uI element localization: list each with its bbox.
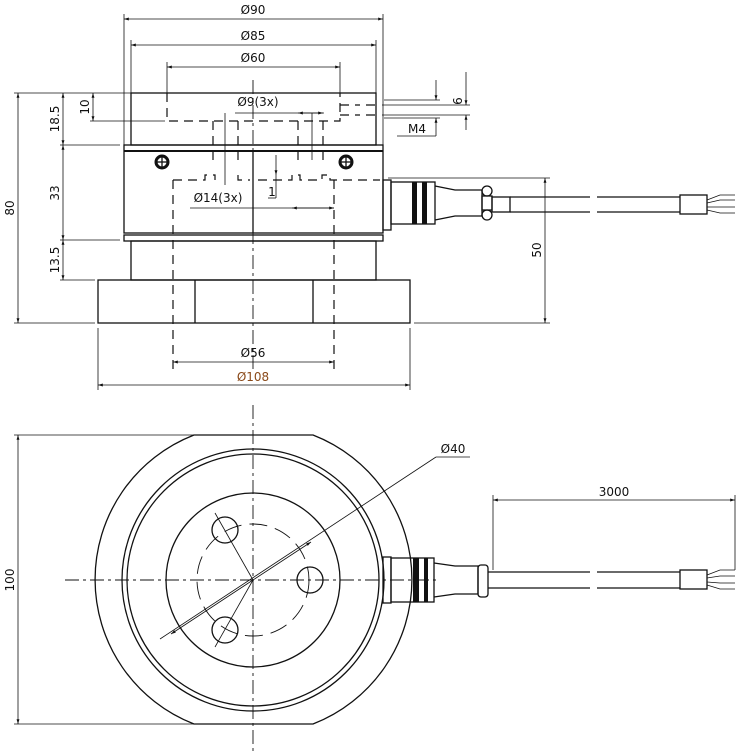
- dim-1: 1: [268, 185, 276, 199]
- side-view: Ø90 Ø85 Ø60 Ø9(3x) Ø14(3x) 1 Ø56 Ø108 M4…: [3, 3, 735, 390]
- dim-d40: Ø40: [441, 442, 466, 456]
- mounting-hole: [211, 516, 239, 544]
- base: [97, 279, 411, 324]
- plate: [123, 234, 384, 242]
- screw-icon: [338, 154, 354, 170]
- dim-d108: Ø108: [237, 370, 269, 384]
- screw-icon: [154, 154, 170, 170]
- dim-10: 10: [78, 99, 92, 114]
- neck: [130, 240, 377, 281]
- dim-80: 80: [3, 200, 17, 215]
- outer-contour: [94, 434, 413, 725]
- dim-33: 33: [48, 185, 62, 200]
- dim-18-5: 18.5: [48, 106, 62, 133]
- dim-d56: Ø56: [241, 346, 266, 360]
- dim-d90: Ø90: [241, 3, 266, 17]
- dim-d9: Ø9(3x): [237, 95, 278, 109]
- dim-3000: 3000: [599, 485, 630, 499]
- dim-d85: Ø85: [241, 29, 266, 43]
- top-view: Ø40 100 3000: [3, 405, 736, 752]
- dim-d14: Ø14(3x): [194, 191, 243, 205]
- connector-side: [382, 179, 735, 231]
- dim-13-5: 13.5: [48, 247, 62, 274]
- dim-m4: M4: [408, 122, 426, 136]
- dim-d60: Ø60: [241, 51, 266, 65]
- mounting-hole: [211, 616, 239, 644]
- connector-top: [382, 556, 735, 604]
- dim-50: 50: [530, 242, 544, 257]
- dim-100: 100: [3, 569, 17, 592]
- dim-6: 6: [451, 97, 465, 105]
